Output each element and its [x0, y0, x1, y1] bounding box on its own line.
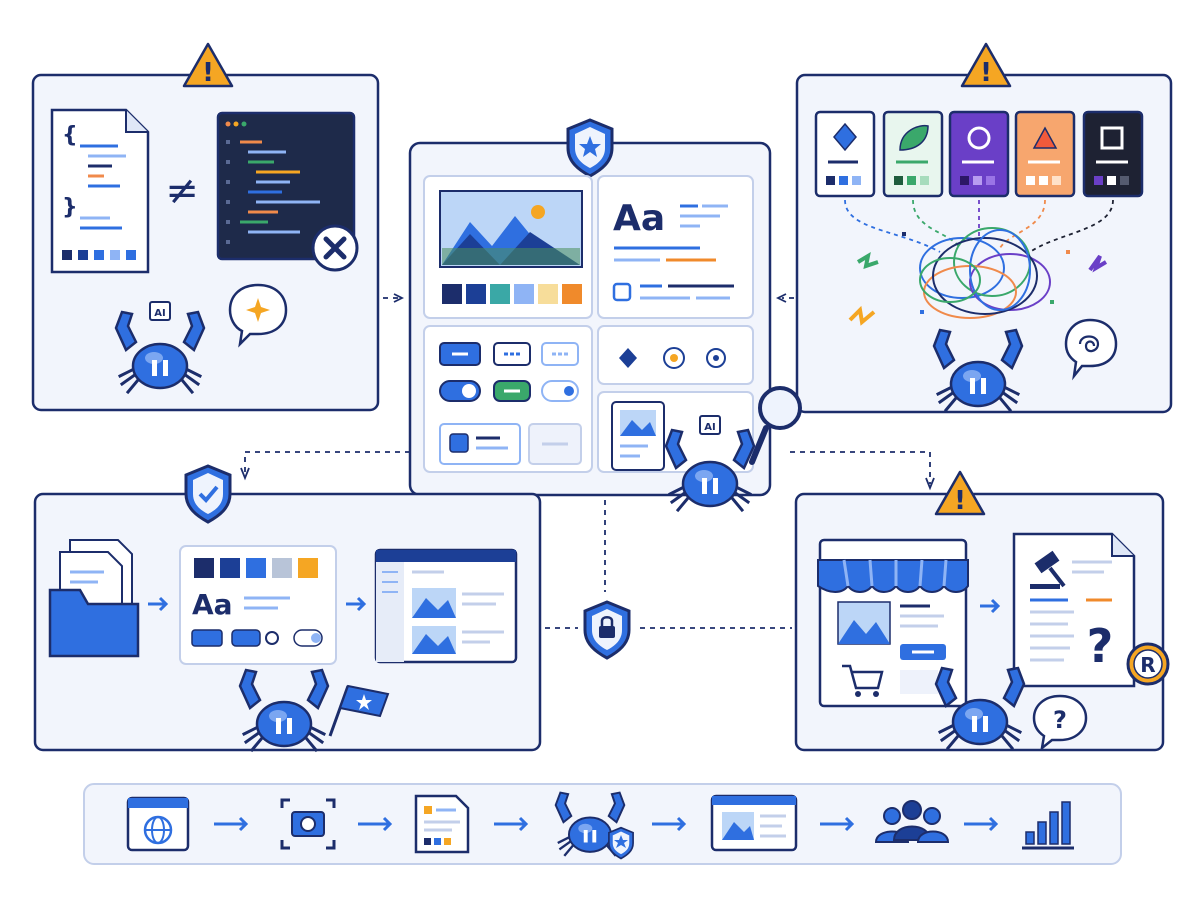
warning-triangle-icon: ! [934, 470, 986, 516]
panel-design-system: Aa [408, 118, 802, 512]
pipeline-step-crab-shield-icon [554, 791, 634, 860]
variant-card-orange [1014, 110, 1076, 198]
gavel-icon [1030, 550, 1066, 589]
flow-arrow [346, 596, 367, 612]
pipeline-step-design-document-icon [414, 794, 470, 854]
pipeline-step-browser-preview-icon [710, 794, 798, 852]
flow-arrow [148, 596, 169, 612]
pipeline-arrow [358, 816, 393, 832]
not-equal-sign: ≠ [165, 168, 199, 214]
question-mark: ? [1087, 619, 1114, 673]
generated-page-window [374, 548, 518, 664]
typography-sample: Aa [192, 588, 233, 621]
code-editor-window [216, 111, 356, 261]
panel-assets-to-page: Aa [33, 464, 542, 752]
buttons-tile [423, 325, 593, 473]
connector-center-to-bottom-right [790, 451, 931, 484]
pipeline-bar [83, 783, 1122, 865]
arrowhead-right [775, 293, 787, 303]
registered-trademark-icon: R [1126, 642, 1170, 686]
ai-chip-label: AI [704, 422, 715, 433]
panel-storefront-legal: ! [794, 470, 1170, 752]
variant-card-dark [1082, 110, 1144, 198]
warning-triangle-icon: ! [960, 42, 1012, 88]
panel-tangled-variants: ! [795, 42, 1173, 414]
connector-lines [244, 297, 931, 629]
code-brace-close: } [62, 195, 78, 220]
crab-mascot-icon: AI [664, 415, 756, 512]
variant-card-blue [814, 110, 876, 198]
magnifier-icon [749, 386, 802, 465]
folder-icon [48, 539, 140, 658]
panel-code-mismatch: ! { } ≠ [31, 42, 380, 412]
variant-card-green [882, 110, 944, 198]
pipeline-step-users-icon [874, 800, 950, 843]
tangled-threads [919, 227, 1051, 319]
question-mark: ? [1053, 706, 1067, 734]
pipeline-step-screenshot-camera-icon [280, 798, 336, 850]
design-tokens-card: Aa [179, 545, 337, 665]
ai-chip-label: AI [154, 308, 165, 319]
registered-mark: R [1140, 653, 1155, 677]
pipeline-arrow [214, 816, 249, 832]
diamond-icon [619, 348, 637, 368]
typography-tile: Aa [597, 175, 754, 319]
tangle-speech-bubble-icon [1064, 318, 1118, 381]
typography-sample: Aa [613, 198, 665, 239]
question-speech-bubble-icon: ? [1032, 694, 1088, 752]
arrowhead-bottom-right [925, 477, 935, 491]
sparkle-speech-bubble-icon [228, 283, 288, 348]
warning-mark: ! [980, 58, 992, 88]
pipeline-arrow [494, 816, 529, 832]
confetti-shapes [848, 232, 1108, 326]
pipeline-step-browser-globe-icon [126, 796, 190, 852]
arrowhead-left [393, 293, 405, 303]
crab-mascot-icon: AI [114, 301, 206, 394]
shopping-cart-icon [842, 664, 884, 697]
arrowhead-bottom-left [240, 467, 250, 481]
storefront-window [817, 538, 969, 708]
star-flag-icon [328, 684, 390, 737]
pipeline-arrow [652, 816, 687, 832]
warning-triangle-icon: ! [182, 42, 234, 88]
variant-card-purple [948, 110, 1010, 198]
shield-star-icon [566, 118, 614, 178]
warning-mark: ! [202, 58, 214, 88]
connector-center-to-bottom-left [244, 451, 410, 474]
shield-lock-icon [583, 600, 631, 660]
code-brace-open: { [62, 123, 78, 148]
pipeline-arrow [820, 816, 855, 832]
pipeline-step-bar-chart-icon [1022, 801, 1074, 850]
inspector-crab: AI [664, 386, 802, 512]
legal-document-icon: ? [1012, 532, 1136, 688]
flow-arrow [980, 598, 1001, 614]
pipeline-arrow [964, 816, 999, 832]
image-palette-tile [423, 175, 593, 319]
icons-tile [597, 325, 754, 385]
shield-check-icon [184, 464, 232, 524]
code-document-icon: { } [50, 108, 150, 274]
close-circle-icon [311, 224, 359, 272]
warning-mark: ! [954, 486, 966, 516]
